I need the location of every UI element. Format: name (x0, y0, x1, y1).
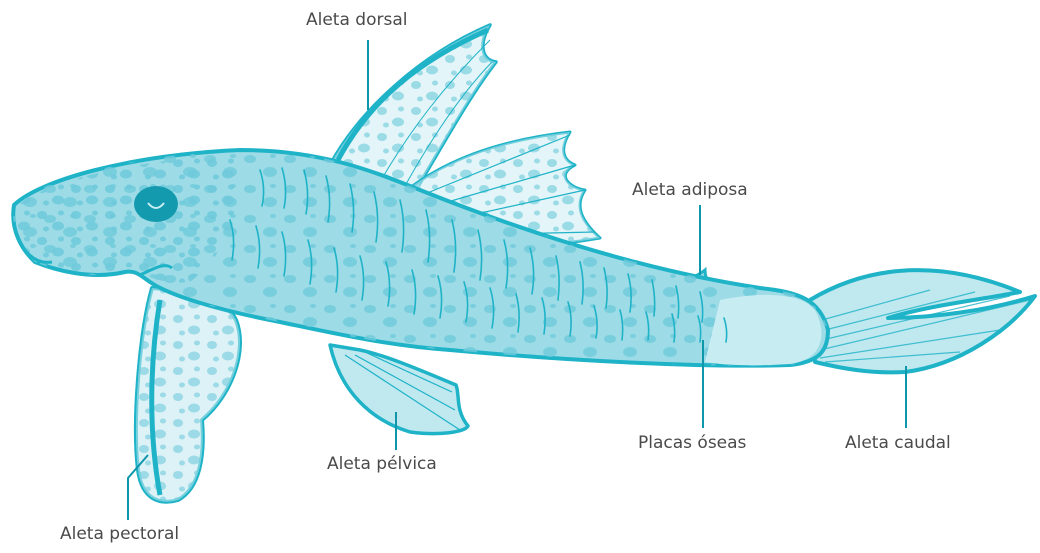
pelvic-fin (330, 345, 468, 434)
label-dorsal-fin: Aleta dorsal (306, 10, 407, 30)
label-adipose-fin: Aleta adiposa (632, 180, 748, 200)
caudal-fin (810, 270, 1035, 372)
eye (134, 186, 178, 222)
label-bony-plates: Placas óseas (638, 433, 746, 453)
label-pelvic-fin: Aleta pélvica (327, 454, 437, 474)
label-pectoral-fin: Aleta pectoral (60, 524, 179, 544)
pectoral-fin (136, 288, 240, 502)
label-caudal-fin: Aleta caudal (845, 433, 951, 453)
